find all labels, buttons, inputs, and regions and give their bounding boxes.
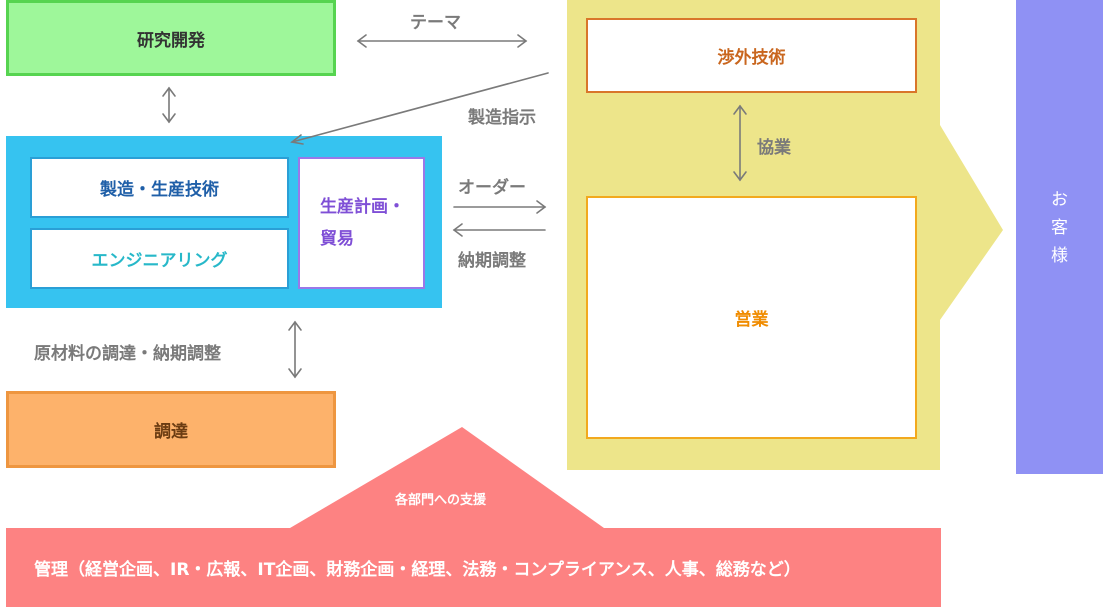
production-planning-box[interactable]: 生産計画・ 貿易 <box>298 157 425 289</box>
management-label: 管理（経営企画、IR・広報、IT企画、財務企画・経理、法務・コンプライアンス、人… <box>34 560 801 580</box>
support-label: 各部門への支援 <box>395 493 487 508</box>
order-arrow <box>453 200 547 214</box>
delivery-adjustment-arrow <box>452 223 546 237</box>
procurement-label: 調達 <box>154 422 188 442</box>
research-manufacturing-arrow <box>162 86 176 124</box>
manufacturing-instruction-arrow <box>290 72 549 145</box>
delivery-adjustment-label: 納期調整 <box>458 251 526 271</box>
customer-label: お 客 様 <box>1051 190 1068 266</box>
order-label: オーダー <box>458 178 526 198</box>
customer-box[interactable]: お 客 様 <box>1016 0 1103 474</box>
manufacturing-instruction-label: 製造指示 <box>468 108 536 128</box>
external-tech-box[interactable]: 渉外技術 <box>586 18 917 93</box>
manufacturing-box[interactable]: 製造・生産技術 <box>30 157 289 218</box>
sales-label: 営業 <box>734 310 769 330</box>
engineering-label: エンジニアリング <box>91 251 228 271</box>
theme-label: テーマ <box>410 13 461 33</box>
cooperation-label: 協業 <box>757 138 791 158</box>
engineering-box[interactable]: エンジニアリング <box>30 228 289 289</box>
research-box[interactable]: 研究開発 <box>6 0 336 76</box>
external-tech-label: 渉外技術 <box>717 48 786 68</box>
production-planning-label: 生産計画・ 貿易 <box>320 197 405 249</box>
materials-procurement-label: 原材料の調達・納期調整 <box>34 344 221 364</box>
sales-box[interactable]: 営業 <box>586 196 917 439</box>
research-label: 研究開発 <box>137 30 205 51</box>
manufacturing-label: 製造・生産技術 <box>100 180 219 200</box>
cooperation-arrow <box>733 104 747 182</box>
procurement-manufacturing-arrow <box>288 320 302 379</box>
theme-arrow <box>356 34 528 48</box>
management-box[interactable]: 管理（経営企画、IR・広報、IT企画、財務企画・経理、法務・コンプライアンス、人… <box>6 528 941 607</box>
procurement-box[interactable]: 調達 <box>6 391 336 468</box>
